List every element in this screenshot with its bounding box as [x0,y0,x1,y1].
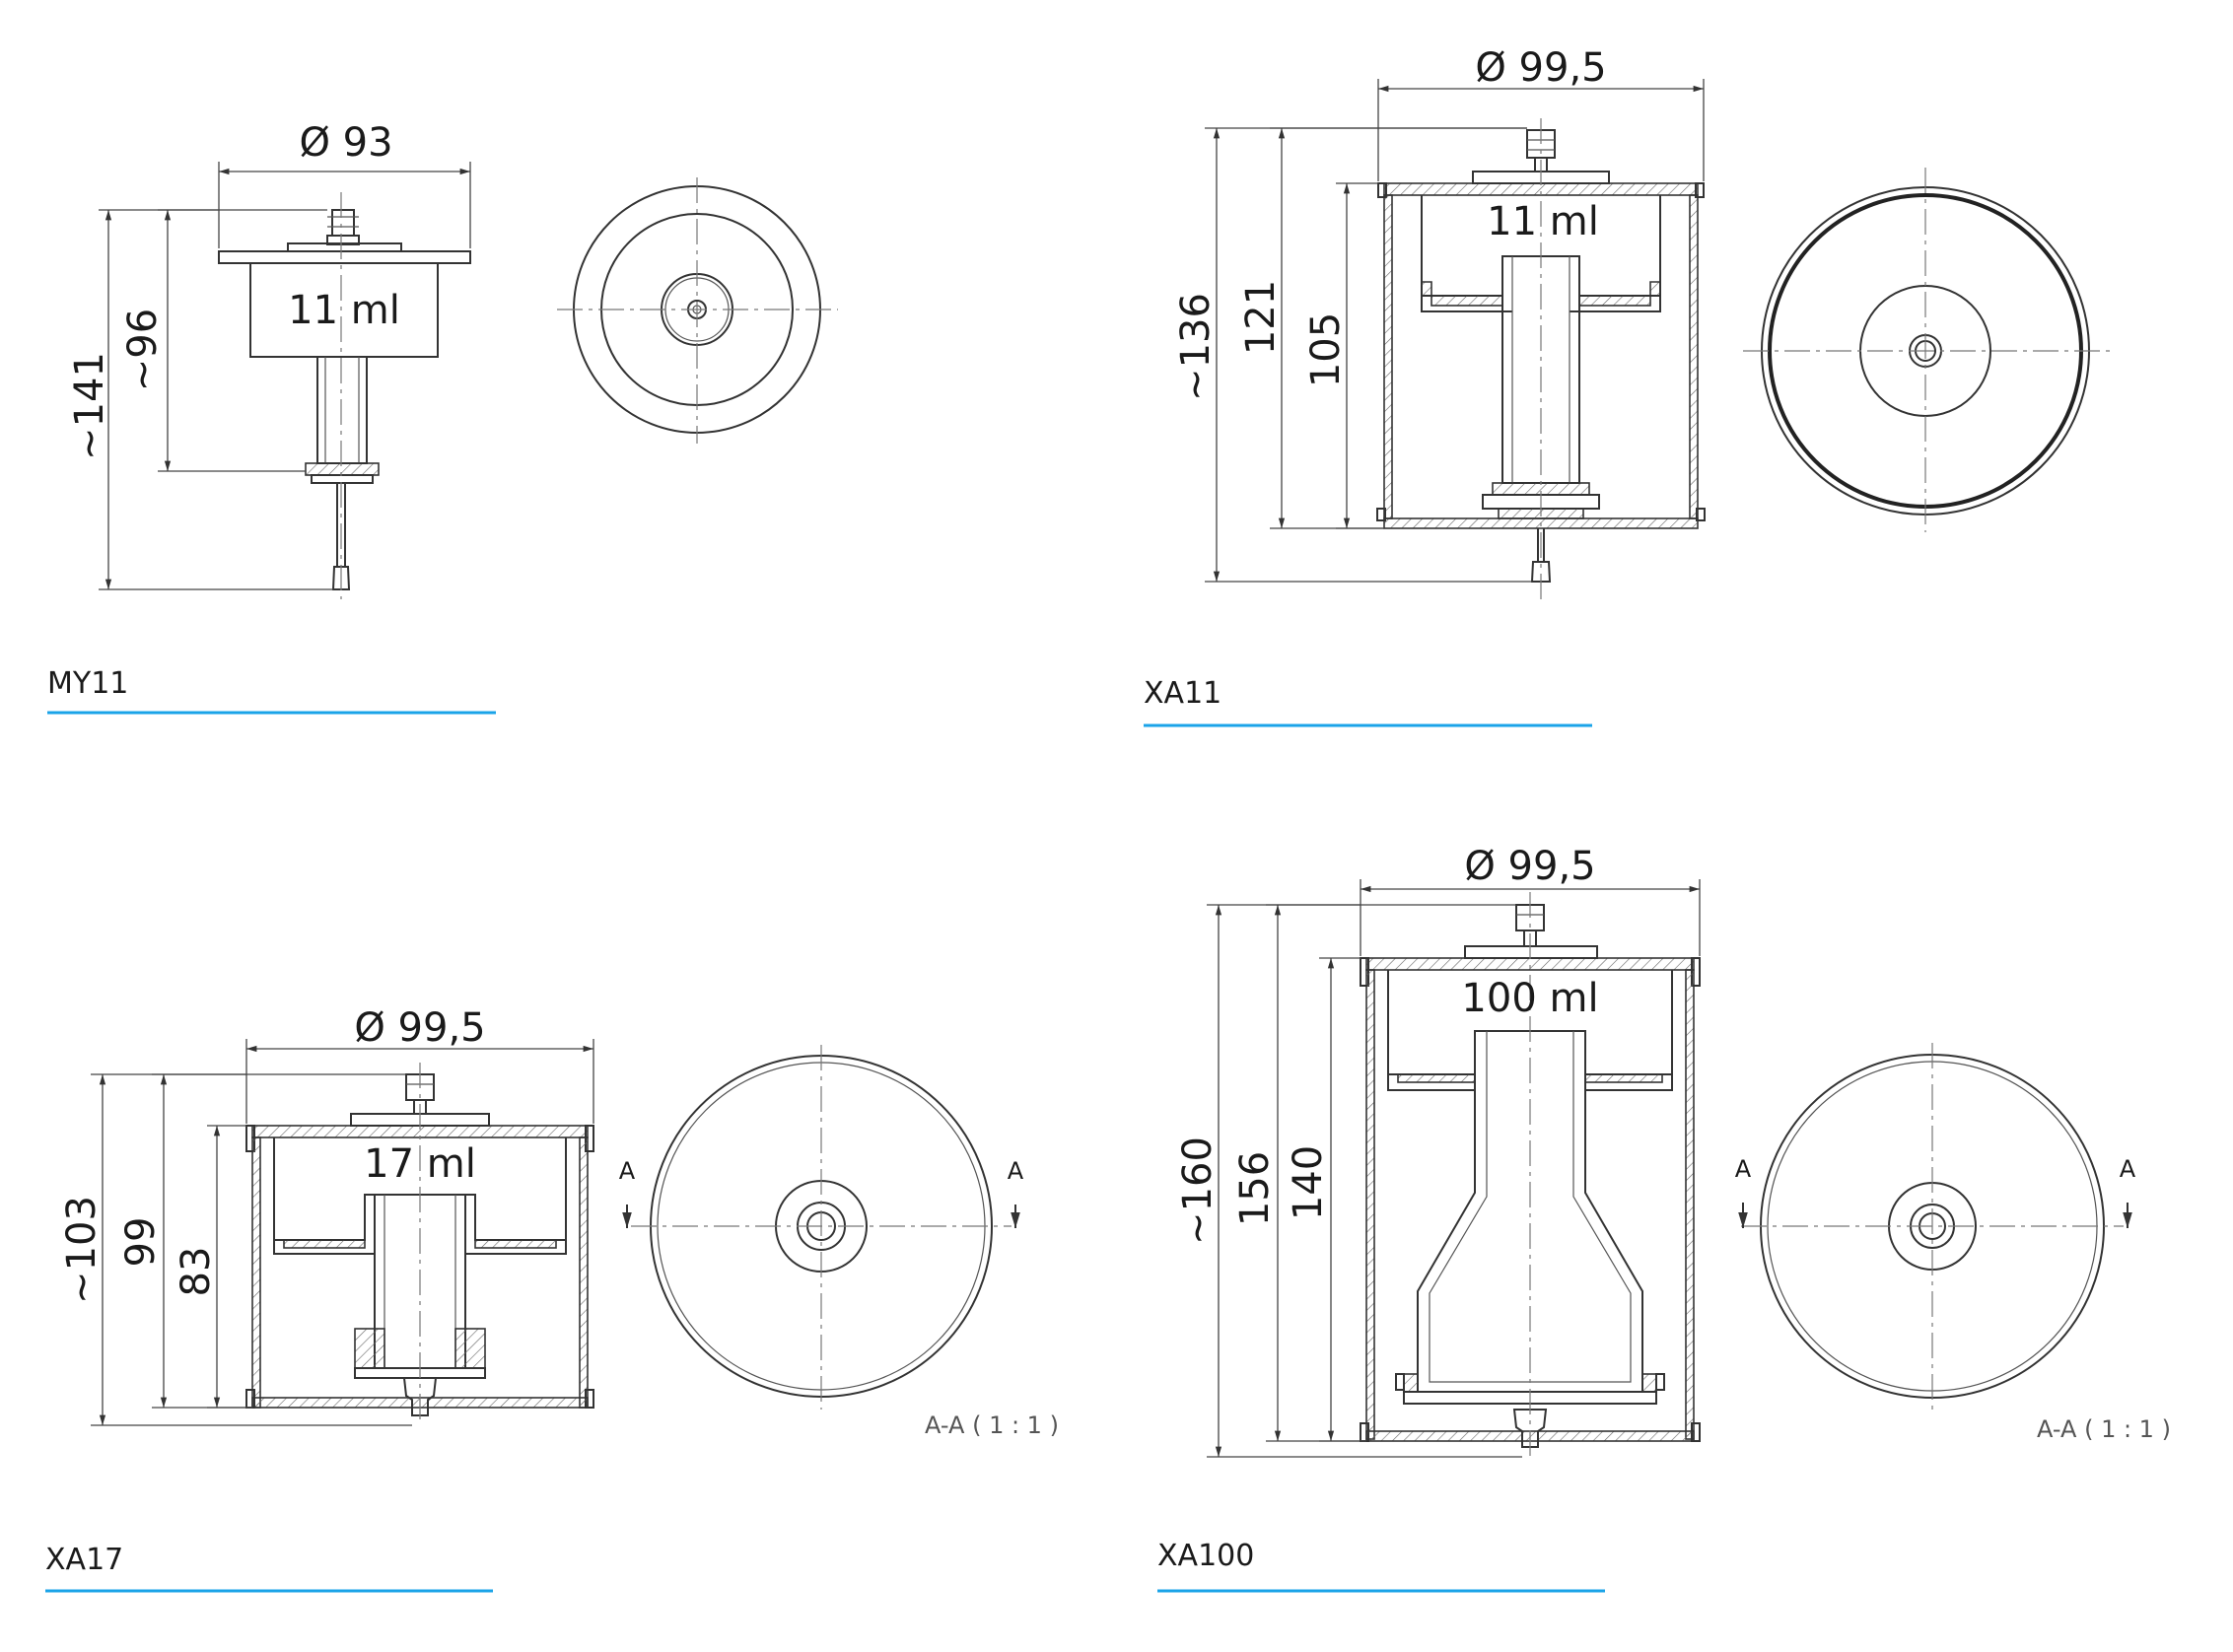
xa11-diameter-dimension [1377,79,1705,181]
xa11-volume-label: 11 ml [1487,199,1599,244]
xa100-total-height-dimension [1207,904,1522,1458]
xa11-121-label: 121 [1238,280,1284,355]
xa100-side-view [1360,892,1701,1459]
xa11-caption: XA11 [1144,676,1221,711]
my11-top-view [557,177,838,444]
my11-diameter-label: Ø 93 [299,120,392,166]
xa17-caption: XA17 [45,1543,123,1577]
xa17-section-label: A-A ( 1 : 1 ) [925,1411,1059,1439]
xa100-section-label: A-A ( 1 : 1 ) [2037,1415,2171,1443]
my11-total-height-label: ~141 [67,352,112,460]
panel-xa17: 17 ml Ø 99,5 ~103 99 83 [45,1005,1059,1593]
xa17-volume-label: 17 ml [364,1141,476,1187]
my11-caption: MY11 [47,666,128,701]
xa11-diameter-label: Ø 99,5 [1475,45,1606,91]
xa17-section-marker-left: A [619,1157,636,1185]
xa17-83-dimension [207,1125,252,1409]
xa17-total-height-label: ~103 [59,1196,105,1304]
xa100-140-dimension [1319,957,1366,1442]
my11-volume-label: 11 ml [288,288,400,333]
xa100-total-height-label: ~160 [1175,1136,1221,1245]
xa100-diameter-dimension [1360,879,1701,956]
my11-diameter-dimension [218,162,471,248]
xa17-section-marker-right: A [1008,1157,1024,1185]
xa11-105-label: 105 [1303,312,1349,387]
my11-body-height-dimension [158,209,306,472]
panel-xa100: 100 ml Ø 99,5 ~160 156 140 [1157,844,2171,1593]
xa17-99-label: 99 [118,1217,164,1268]
my11-total-height-dimension [99,209,333,590]
xa11-side-view [1376,118,1706,599]
panel-xa11: 11 ml Ø 99,5 ~136 121 105 [1144,45,2110,727]
xa17-diameter-dimension [245,1039,594,1124]
xa17-diameter-label: Ø 99,5 [354,1005,485,1051]
xa11-top-view [1743,168,2110,532]
xa11-total-height-label: ~136 [1173,293,1219,401]
xa17-83-label: 83 [174,1247,219,1297]
my11-side-view [218,192,471,599]
my11-body-height-label: ~96 [120,309,166,391]
xa17-top-view [622,1045,1020,1410]
xa100-diameter-label: Ø 99,5 [1464,844,1595,889]
xa100-volume-label: 100 ml [1461,976,1598,1021]
xa11-105-dimension [1336,182,1384,529]
xa100-section-marker-right: A [2120,1155,2136,1183]
panel-my11: 11 ml Ø 93 ~141 ~96 [47,120,838,715]
xa100-140-label: 140 [1286,1145,1331,1220]
xa100-section-marker-left: A [1735,1155,1752,1183]
xa100-156-label: 156 [1232,1151,1278,1226]
xa17-total-height-dimension [91,1073,412,1426]
xa17-side-view [245,1063,594,1425]
xa100-top-view [1738,1043,2132,1410]
xa100-caption: XA100 [1157,1539,1254,1573]
xa17-99-dimension [152,1073,252,1409]
